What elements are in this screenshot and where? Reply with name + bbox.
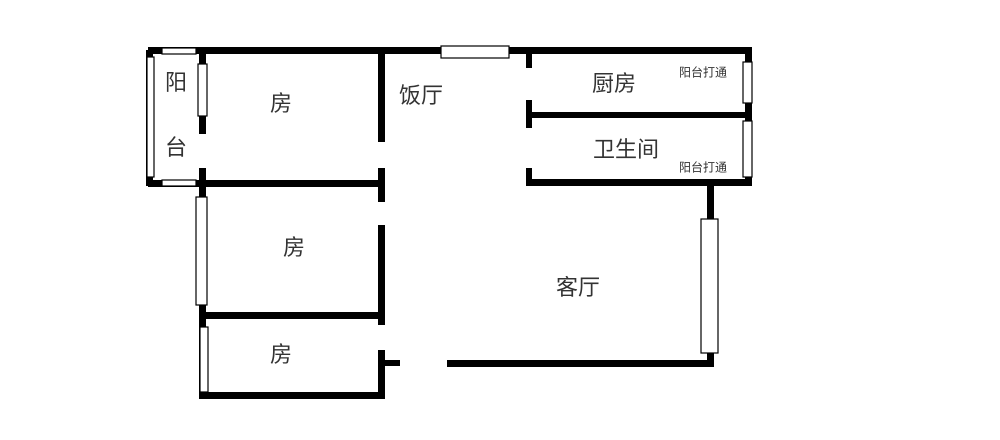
window-living <box>700 218 719 354</box>
label-bedroom-3: 房 <box>269 343 293 368</box>
label-dining: 饭厅 <box>398 84 444 109</box>
label-kitchen-note: 阳台打通 <box>678 65 728 80</box>
wall-v-529-c <box>526 168 532 186</box>
wall-v-381-a <box>378 50 385 142</box>
windows <box>146 45 753 393</box>
wall-h-315 <box>199 312 384 319</box>
door-stub <box>378 360 400 366</box>
wall-v-529-a <box>526 50 532 68</box>
label-bedroom-2: 房 <box>282 236 306 261</box>
walls <box>146 47 752 399</box>
label-kitchen: 厨房 <box>591 72 637 97</box>
window-top <box>440 45 510 59</box>
label-balcony-bottom: 台 <box>164 136 188 161</box>
window-bedroom3 <box>199 326 209 393</box>
label-bedroom-1: 房 <box>269 92 293 117</box>
window-balcony-bottom <box>161 179 197 187</box>
label-bathroom-note: 阳台打通 <box>678 160 728 175</box>
window-bathroom <box>742 120 753 178</box>
right-wall-top <box>745 47 752 186</box>
wall-v-381-b <box>378 168 385 202</box>
bottom-wall-right <box>447 360 713 367</box>
label-balcony-top: 阳 <box>164 71 188 96</box>
window-balcony-top <box>161 47 197 55</box>
window-bedroom2 <box>195 196 208 306</box>
window-bedroom1 <box>197 63 208 117</box>
window-balcony-left <box>146 56 155 178</box>
window-kitchen <box>742 61 753 104</box>
label-living: 客厅 <box>555 276 601 301</box>
wall-v-381-c <box>378 225 385 325</box>
bottom-wall-left <box>199 392 385 399</box>
kitchen-divider <box>526 112 752 118</box>
wall-v-381-d <box>378 350 385 399</box>
label-bathroom: 卫生间 <box>592 138 660 163</box>
wall-h-183 <box>148 180 384 187</box>
bath-bottom-wall <box>526 179 752 186</box>
